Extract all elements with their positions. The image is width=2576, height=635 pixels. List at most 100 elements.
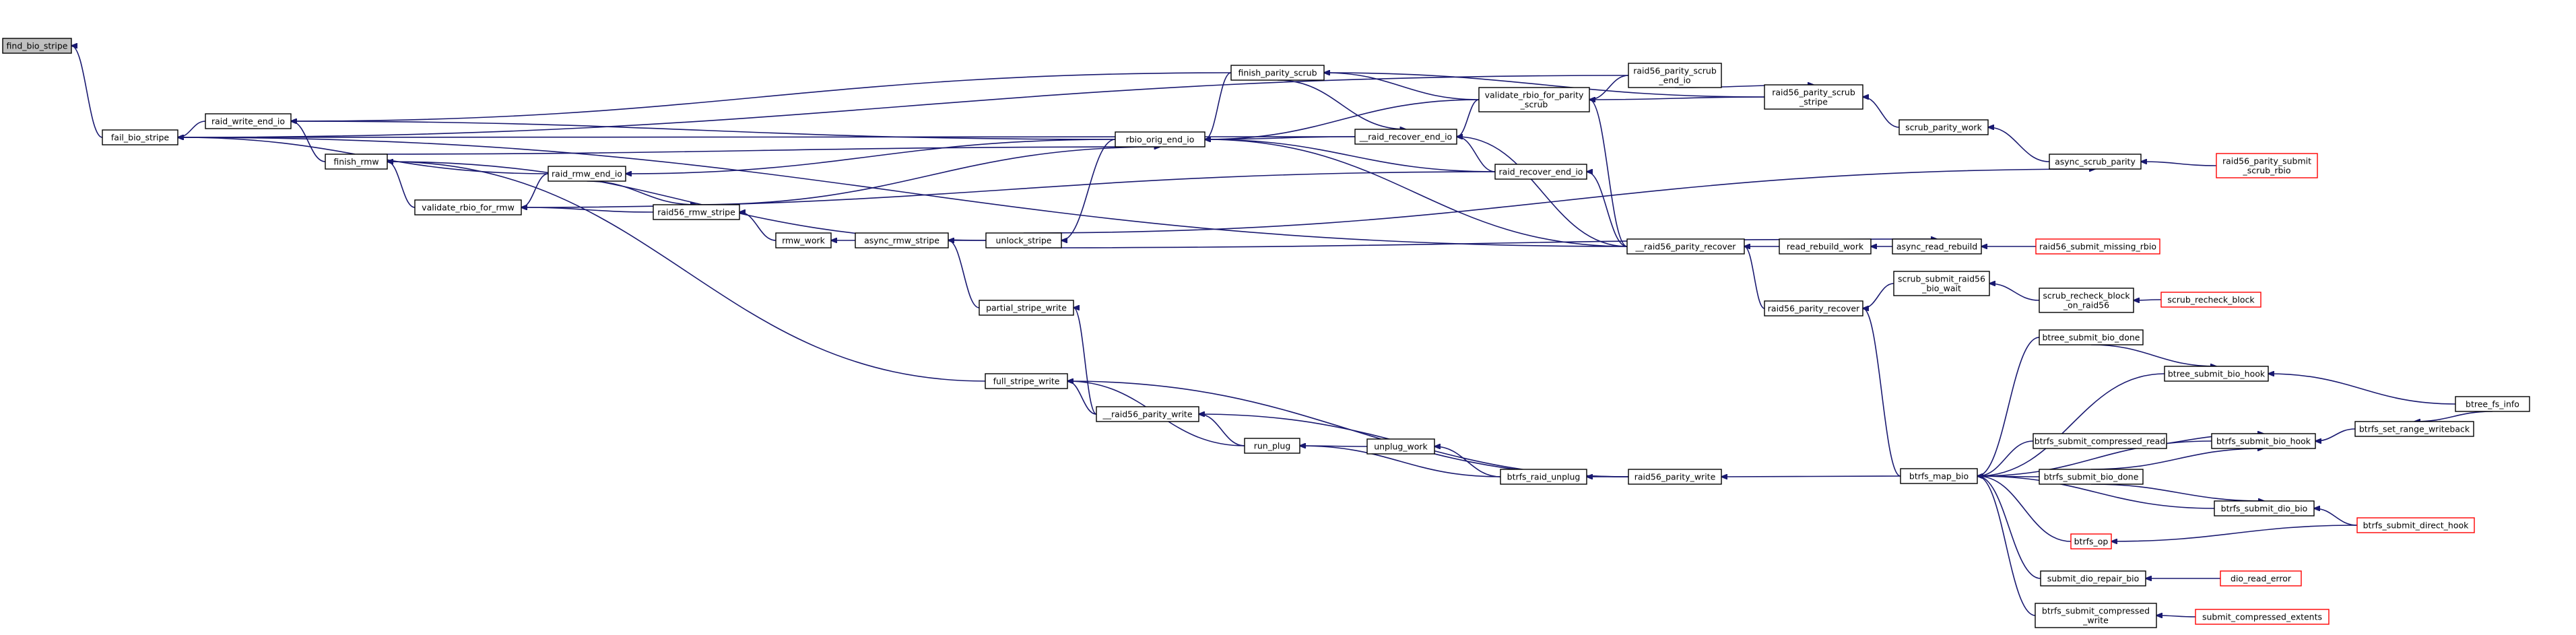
call-edge	[356, 147, 1160, 155]
node-btrfs-submit-bio-done[interactable]: btrfs_submit_bio_done	[2039, 469, 2144, 485]
node-box	[1900, 468, 1978, 484]
call-edge	[1744, 246, 1765, 309]
node-label: _bio_wait	[1921, 283, 1961, 294]
node-label: submit_dio_repair_bio	[2047, 574, 2140, 584]
call-edge	[2090, 448, 2264, 470]
node-label: validate_rbio_for_rmw	[422, 203, 515, 213]
call-edge	[387, 162, 986, 382]
call-edge	[1205, 139, 1628, 247]
node-label: _scrub_rbio	[2242, 166, 2290, 176]
node-async-scrub-parity[interactable]: async_scrub_parity	[2049, 154, 2142, 170]
node-read-rebuild-work[interactable]: read_rebuild_work	[1779, 238, 1872, 255]
node-box	[1764, 300, 1863, 316]
call-edge	[739, 212, 777, 241]
node-label: raid56_parity_submit	[2222, 156, 2311, 166]
node-label: scrub_recheck_block	[2043, 291, 2130, 301]
node-label: raid56_parity_recover	[1768, 304, 1860, 314]
node-raid56-parity-scrub-stripe[interactable]: raid56_parity_scrub_stripe	[1764, 84, 1863, 110]
node-raid56-submit-missing-rbio[interactable]: raid56_submit_missing_rbio	[2035, 238, 2160, 255]
node-scrub-submit-raid56-bio-wait[interactable]: scrub_submit_raid56_bio_wait	[1893, 271, 1990, 296]
call-edge	[1977, 440, 2034, 476]
node-btrfs-map-bio[interactable]: btrfs_map_bio	[1900, 468, 1978, 484]
node-btree-submit-bio-hook[interactable]: btree_submit_bio_hook	[2164, 366, 2269, 382]
node-async-rmw-stripe[interactable]: async_rmw_stripe	[855, 232, 949, 248]
node-rmw-work[interactable]: rmw_work	[775, 232, 832, 248]
node-box	[2039, 329, 2144, 345]
node-box	[2211, 433, 2316, 449]
node-box	[1892, 238, 1982, 255]
call-edge	[1061, 139, 1116, 240]
node-raid-write-end-io[interactable]: raid_write_end_io	[205, 113, 292, 129]
node-unplug-work[interactable]: unplug_work	[1366, 438, 1435, 455]
node-box	[653, 204, 740, 220]
node-label: _scrub	[1520, 100, 1548, 110]
call-edge	[1457, 137, 1496, 172]
call-edge	[2315, 428, 2356, 441]
node-box	[2035, 238, 2160, 255]
node-box	[1898, 119, 1989, 135]
node-label: btrfs_submit_compressed	[2042, 606, 2150, 616]
node-btree-submit-bio-done[interactable]: btree_submit_bio_done	[2039, 329, 2144, 345]
node-run-plug[interactable]: run_plug	[1244, 438, 1300, 454]
node-btrfs-raid-unplug[interactable]: btrfs_raid_unplug	[1500, 469, 1587, 485]
node-raid-rmw-end-io[interactable]: raid_rmw_end_io	[548, 166, 626, 182]
node-btrfs-submit-compressed-read[interactable]: btrfs_submit_compressed_read	[2033, 433, 2167, 449]
node-validate-rbio-for-rmw[interactable]: validate_rbio_for_rmw	[414, 199, 522, 215]
node-label: scrub_recheck_block	[2167, 295, 2255, 305]
node-btrfs-set-range-writeback[interactable]: btrfs_set_range_writeback	[2354, 421, 2474, 437]
node-finish-rmw[interactable]: finish_rmw	[325, 154, 388, 170]
node-raid56-parity-recover[interactable]: raid56_parity_recover	[1764, 300, 1863, 316]
node-raid56-parity-submit-scrub-rbio[interactable]: raid56_parity_submit_scrub_rbio	[2216, 153, 2318, 178]
node-label: scrub_parity_work	[1905, 123, 1982, 133]
node-full-stripe-write[interactable]: full_stripe_write	[985, 373, 1068, 389]
node-label: submit_compressed_extents	[2202, 612, 2322, 622]
node-label: async_scrub_parity	[2055, 157, 2136, 167]
node-finish-parity-scrub[interactable]: finish_parity_scrub	[1230, 65, 1325, 81]
node-partial-stripe-write[interactable]: partial_stripe_write	[979, 300, 1074, 316]
node-label: partial_stripe_write	[986, 303, 1067, 313]
node-label: _write	[2082, 615, 2109, 626]
node-dio-read-error[interactable]: dio_read_error	[2220, 570, 2302, 587]
node-raid56-parity-scrub-end-io[interactable]: raid56_parity_scrub_end_io	[1628, 63, 1722, 88]
node-label: finish_parity_scrub	[1238, 68, 1317, 78]
node-label: raid_rmw_end_io	[552, 169, 622, 179]
call-edge	[291, 121, 1116, 140]
node-raid-recover-end-io[interactable]: raid_recover_end_io	[1494, 164, 1587, 180]
call-edge	[1457, 99, 1480, 137]
node-btrfs-submit-bio-hook[interactable]: btrfs_submit_bio_hook	[2211, 433, 2316, 449]
node-find-bio-stripe[interactable]: find_bio_stripe	[2, 38, 72, 54]
call-edge	[291, 72, 1232, 121]
node-box	[2039, 469, 2144, 485]
node-raid56-parity-write[interactable]: raid56_parity_write	[1628, 469, 1722, 485]
node-btrfs-submit-dio-bio[interactable]: btrfs_submit_dio_bio	[2214, 500, 2315, 516]
node-raid56-parity-write[interactable]: __raid56_parity_write	[1096, 406, 1199, 422]
node-label: btrfs_map_bio	[1909, 471, 1969, 481]
call-edge	[1977, 476, 2041, 579]
call-edge	[1977, 476, 2036, 616]
node-btree-fs-info[interactable]: btree_fs_info	[2455, 396, 2530, 412]
node-box	[102, 129, 178, 145]
node-label: validate_rbio_for_parity	[1485, 90, 1584, 100]
node-submit-dio-repair-bio[interactable]: submit_dio_repair_bio	[2040, 570, 2146, 587]
node-label: unplug_work	[1374, 442, 1428, 452]
node-scrub-recheck-block[interactable]: scrub_recheck_block	[2160, 292, 2261, 308]
node-validate-rbio-for-parity-scrub[interactable]: validate_rbio_for_parity_scrub	[1478, 87, 1590, 112]
node-fail-bio-stripe[interactable]: fail_bio_stripe	[102, 129, 178, 145]
node-btrfs-submit-direct-hook[interactable]: btrfs_submit_direct_hook	[2356, 517, 2475, 533]
node-raid56-rmw-stripe[interactable]: raid56_rmw_stripe	[653, 204, 740, 220]
call-edge	[1300, 446, 1501, 477]
node-raid-recover-end-io[interactable]: __raid_recover_end_io	[1354, 129, 1457, 145]
node-btrfs-op[interactable]: btrfs_op	[2070, 533, 2112, 549]
call-edge	[1988, 127, 2050, 162]
call-edge	[1205, 99, 1480, 139]
call-edge	[2156, 615, 2196, 617]
node-unlock-stripe[interactable]: unlock_stripe	[985, 232, 1062, 248]
node-submit-compressed-extents[interactable]: submit_compressed_extents	[2195, 609, 2330, 625]
node-async-read-rebuild[interactable]: async_read_rebuild	[1892, 238, 1982, 255]
node-scrub-parity-work[interactable]: scrub_parity_work	[1898, 119, 1989, 135]
node-rbio-orig-end-io[interactable]: rbio_orig_end_io	[1115, 131, 1206, 147]
node-box	[1115, 131, 1206, 147]
node-btrfs-submit-compressed-write[interactable]: btrfs_submit_compressed_write	[2035, 603, 2157, 628]
node-scrub-recheck-block-on-raid56[interactable]: scrub_recheck_block_on_raid56	[2039, 288, 2134, 313]
node-raid56-parity-recover[interactable]: __raid56_parity_recover	[1626, 238, 1745, 255]
